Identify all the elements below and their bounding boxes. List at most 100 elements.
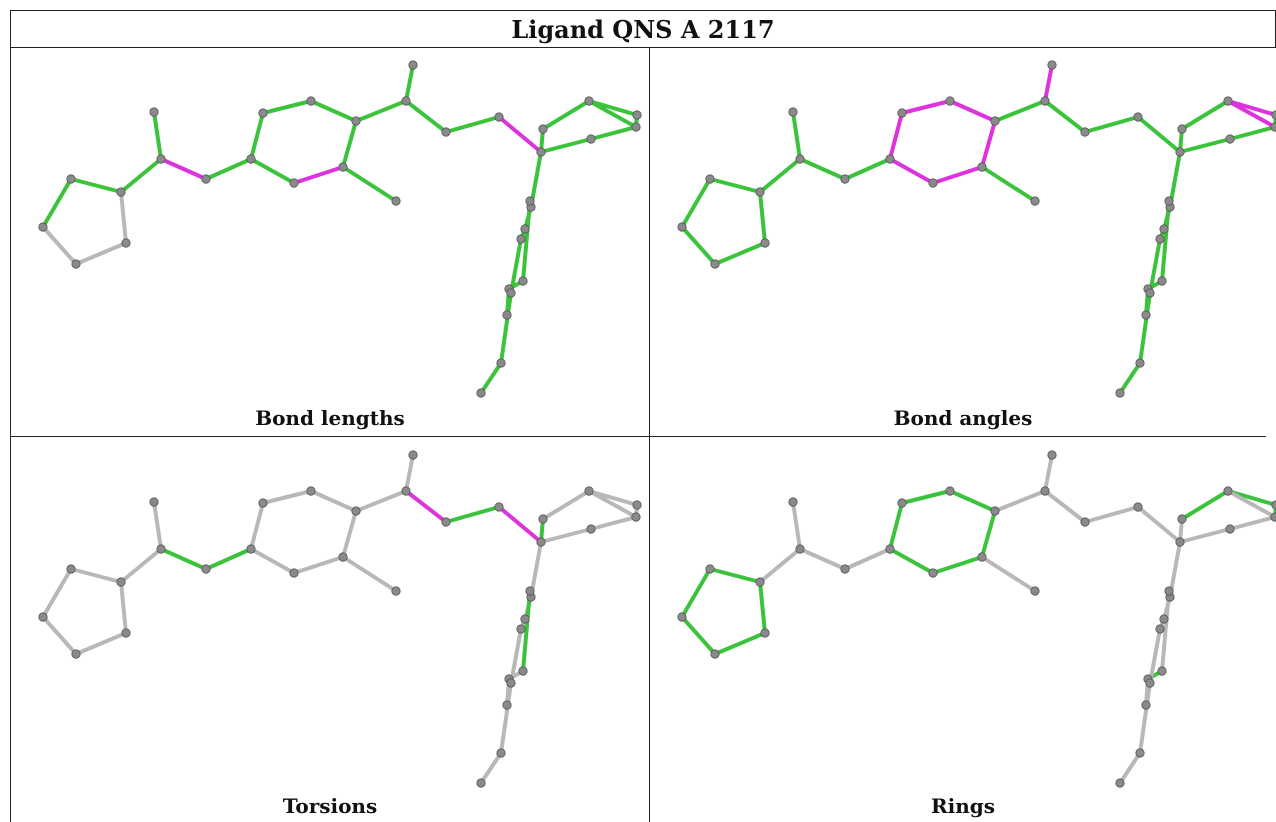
atom-26: [1159, 224, 1169, 234]
bond-12-14: [341, 165, 398, 203]
atom-30: [1157, 276, 1167, 286]
atom-8: [246, 544, 256, 554]
atom-5: [788, 497, 798, 507]
bond-33-34: [1118, 361, 1142, 395]
caption-bond-angles: Bond angles: [893, 406, 1033, 430]
atom-9: [258, 498, 268, 508]
atom-0: [705, 174, 715, 184]
atom-28: [1155, 234, 1165, 244]
atom-17: [1080, 517, 1090, 527]
atom-5: [149, 107, 159, 117]
atom-9: [897, 498, 907, 508]
atom-23: [631, 122, 641, 132]
atom-13: [928, 568, 938, 578]
atom-10: [945, 96, 955, 106]
atom-20: [1177, 124, 1187, 134]
atom-8: [246, 154, 256, 164]
atom-20: [1177, 514, 1187, 524]
bond-6-7: [159, 547, 208, 571]
atom-4: [38, 222, 48, 232]
bond-6-5: [152, 500, 163, 551]
bond-13-8: [888, 157, 935, 185]
atom-34: [1115, 778, 1125, 788]
figure-frame: Ligand QNS A 2117 Bond lengths Bond angl…: [10, 10, 1276, 822]
bond-0-1: [69, 567, 123, 584]
atom-19: [1175, 537, 1185, 547]
atom-12: [338, 162, 348, 172]
atom-20: [538, 124, 548, 134]
bond-15-16: [1043, 453, 1054, 493]
caption-torsions: Torsions: [282, 794, 378, 818]
atom-32: [1145, 288, 1155, 298]
panel-bond-lengths: Bond lengths: [11, 47, 649, 436]
atom-23: [1270, 122, 1276, 132]
atom-17: [441, 127, 451, 137]
bond-21-23: [1226, 489, 1276, 519]
atom-9: [897, 108, 907, 118]
atom-1: [755, 187, 765, 197]
atom-15: [1040, 96, 1050, 106]
caption-bond-lengths: Bond lengths: [255, 406, 405, 430]
atom-0: [66, 174, 76, 184]
atom-11: [351, 506, 361, 516]
bond-11-12: [341, 509, 358, 559]
bond-15-16: [404, 453, 415, 493]
bond-7-8: [204, 157, 253, 181]
atom-10: [306, 486, 316, 496]
bond-2-3: [74, 241, 128, 266]
atom-31: [1141, 700, 1151, 710]
bond-17-18: [444, 115, 501, 134]
atom-24: [1225, 524, 1235, 534]
bond-27-30: [521, 589, 532, 673]
bond-15-17: [1043, 99, 1087, 134]
atom-19: [1175, 147, 1185, 157]
bond-13-8: [888, 547, 935, 575]
bond-11-15: [993, 99, 1047, 123]
bond-7-8: [204, 547, 253, 571]
bond-32-33: [499, 291, 513, 365]
atom-1: [116, 187, 126, 197]
atom-21: [1223, 96, 1233, 106]
atom-0: [705, 564, 715, 574]
atom-20: [538, 514, 548, 524]
atom-17: [441, 517, 451, 527]
bond-12-13: [292, 165, 345, 185]
atom-13: [928, 178, 938, 188]
atom-7: [840, 564, 850, 574]
bond-11-15: [993, 489, 1047, 513]
bond-21-23: [1226, 99, 1276, 129]
bond-18-19: [1136, 115, 1182, 154]
atom-11: [351, 116, 361, 126]
bond-11-12: [980, 119, 997, 169]
bond-23-24: [1228, 125, 1276, 141]
bond-6-7: [798, 157, 847, 181]
bond-8-9: [888, 501, 904, 551]
atom-14: [1030, 586, 1040, 596]
bond-8-9: [888, 111, 904, 161]
panel-bond-angles: Bond angles: [650, 47, 1276, 436]
atom-8: [885, 544, 895, 554]
bond-18-19: [497, 505, 543, 544]
atom-31: [1141, 310, 1151, 320]
bond-3-4: [41, 615, 78, 656]
bond-23-24: [1228, 515, 1276, 531]
atom-18: [494, 502, 504, 512]
bond-32-33: [1138, 291, 1152, 365]
bond-18-19: [497, 115, 543, 154]
atom-33: [496, 358, 506, 368]
bond-1-6: [758, 157, 802, 194]
atom-31: [502, 310, 512, 320]
atom-15: [1040, 486, 1050, 496]
bond-2-3: [713, 241, 767, 266]
bond-32-33: [1138, 681, 1152, 755]
bond-11-12: [980, 509, 997, 559]
atom-0: [66, 564, 76, 574]
bond-15-16: [1043, 63, 1054, 103]
bond-21-23: [587, 489, 638, 519]
atom-33: [1135, 748, 1145, 758]
bond-10-11: [948, 489, 997, 513]
bond-20-21: [1180, 489, 1230, 521]
bond-4-0: [41, 567, 73, 619]
molecule-torsions: [38, 450, 642, 788]
atom-1: [116, 577, 126, 587]
